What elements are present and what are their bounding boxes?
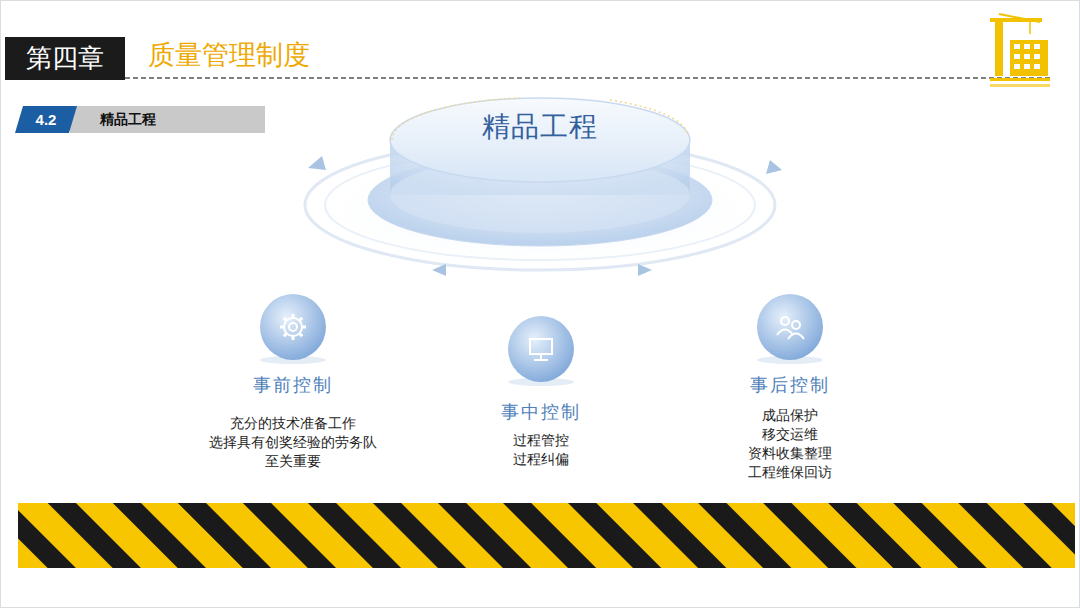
- people-icon: [777, 317, 804, 339]
- chapter-box: 第四章: [5, 37, 125, 80]
- center-disc: 精品工程: [390, 98, 690, 248]
- phase-circle: 事前控制充分的技术准备工作 选择具有创奖经验的劳务队 至关重要: [173, 294, 413, 471]
- section-bar: 精品工程: [70, 106, 265, 133]
- dashed-rule: [125, 77, 1050, 79]
- phase-body: 过程管控 过程纠偏: [507, 431, 574, 469]
- phase-circle: 事后控制成品保护 移交运维 资料收集整理 工程维保回访: [670, 294, 910, 482]
- phase-heading: 事后控制: [670, 374, 910, 396]
- phase-circle: 事中控制过程管控 过程纠偏: [421, 316, 661, 469]
- crane-icon: [990, 14, 1050, 87]
- section-name: 精品工程: [100, 111, 156, 129]
- icon-circle: [753, 290, 827, 364]
- gear-icon: [280, 314, 306, 340]
- phase-heading: 事中控制: [421, 401, 661, 423]
- phase-body: 成品保护 移交运维 资料收集整理 工程维保回访: [742, 406, 837, 482]
- section-number-tag: 4.2: [15, 106, 77, 133]
- disc-illustration: [368, 98, 712, 246]
- chapter-label: 第四章: [26, 43, 104, 75]
- icon-circle: [256, 290, 330, 364]
- hazard-band: [18, 503, 1075, 568]
- section-number: 4.2: [36, 111, 57, 128]
- icon-circle: [504, 312, 578, 386]
- phase-heading: 事前控制: [173, 374, 413, 396]
- phase-body: 充分的技术准备工作 选择具有创奖经验的劳务队 至关重要: [203, 414, 382, 471]
- page-title: 质量管理制度: [148, 38, 310, 72]
- disc-label: 精品工程: [390, 110, 690, 144]
- monitor-icon: [530, 339, 552, 360]
